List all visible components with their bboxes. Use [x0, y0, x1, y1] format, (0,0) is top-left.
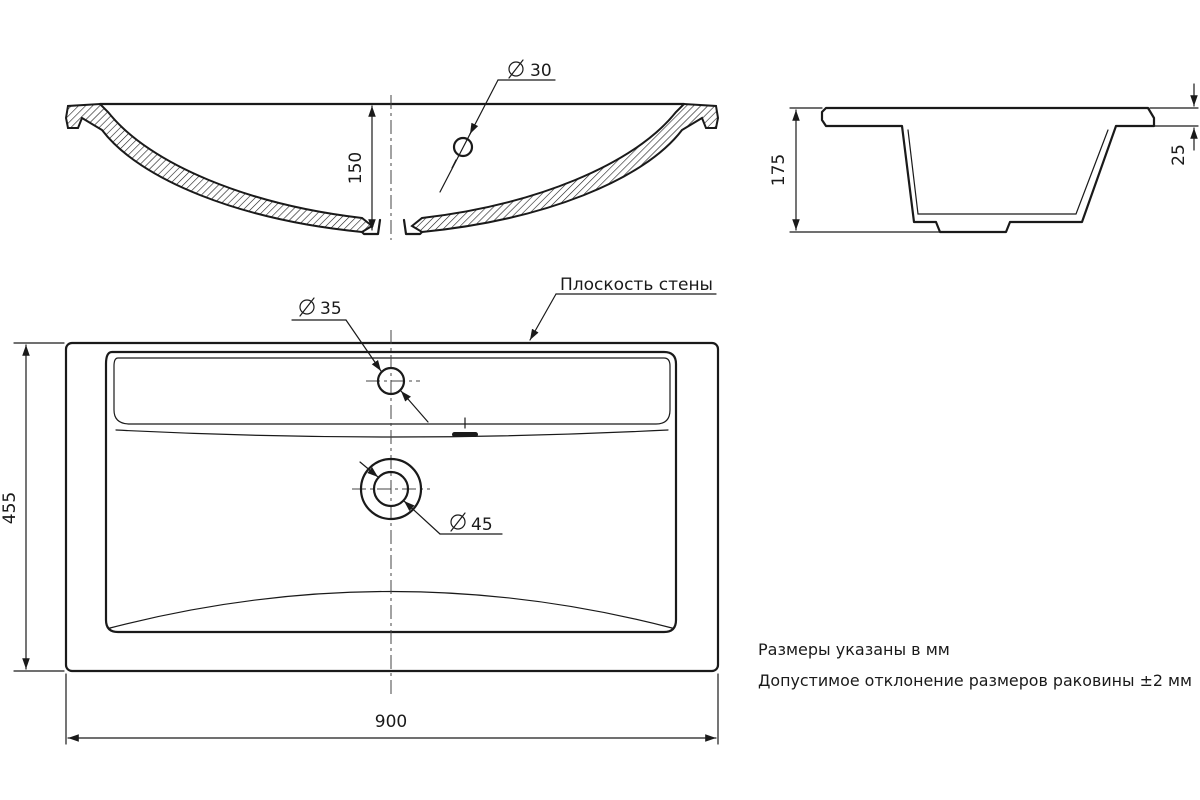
plan-view: 35 45 Плоскость стены 455 900 [0, 275, 720, 745]
plan-bowl-outline [104, 350, 678, 634]
depth-label: 455 [0, 492, 20, 524]
tap-hole-circle [376, 366, 406, 396]
overflow-slot [452, 432, 478, 437]
plan-back-shelf [113, 357, 671, 425]
width-label: 900 [375, 712, 407, 732]
front-drain-stub [360, 218, 424, 236]
tolerance-note: Допустимое отклонение размеров раковины … [758, 671, 1192, 690]
units-note: Размеры указаны в мм [758, 640, 950, 659]
drain-leader-diag [403, 500, 441, 535]
front-section-wall [64, 102, 374, 234]
bowl-depth-label: 150 [346, 152, 366, 184]
side-outline [820, 106, 1156, 234]
front-section-view: 150 30 [64, 59, 720, 240]
drain-inner-circle [372, 470, 410, 508]
tap-hole-leader-diag [345, 319, 382, 372]
top-hole-arrow [451, 126, 474, 169]
notes: Размеры указаны в мм Допустимое отклонен… [758, 640, 1192, 690]
drain-hole-label: 45 [471, 515, 493, 535]
top-hole-leader [439, 79, 499, 193]
tap-hole-leader-out [400, 390, 429, 423]
rim-thickness-label: 25 [1169, 144, 1189, 166]
drain-diameter-icon [450, 512, 466, 532]
wall-plane-leader-diag [529, 293, 557, 341]
plan-outer-outline [64, 341, 720, 673]
top-hole-label: 30 [530, 61, 552, 81]
side-inner [907, 129, 1109, 215]
side-view: 175 25 [769, 83, 1199, 234]
top-hole-diameter-icon [508, 59, 524, 79]
side-height-label: 175 [769, 154, 789, 186]
plan-back-slope [115, 429, 669, 438]
tap-hole-label: 35 [320, 299, 342, 319]
wall-plane-label: Плоскость стены [560, 275, 713, 295]
tap-hole-diameter-icon [299, 297, 315, 317]
front-section-wall-right [410, 102, 720, 234]
drain-outer-circle [359, 457, 423, 521]
drain-leader-in [359, 461, 379, 478]
